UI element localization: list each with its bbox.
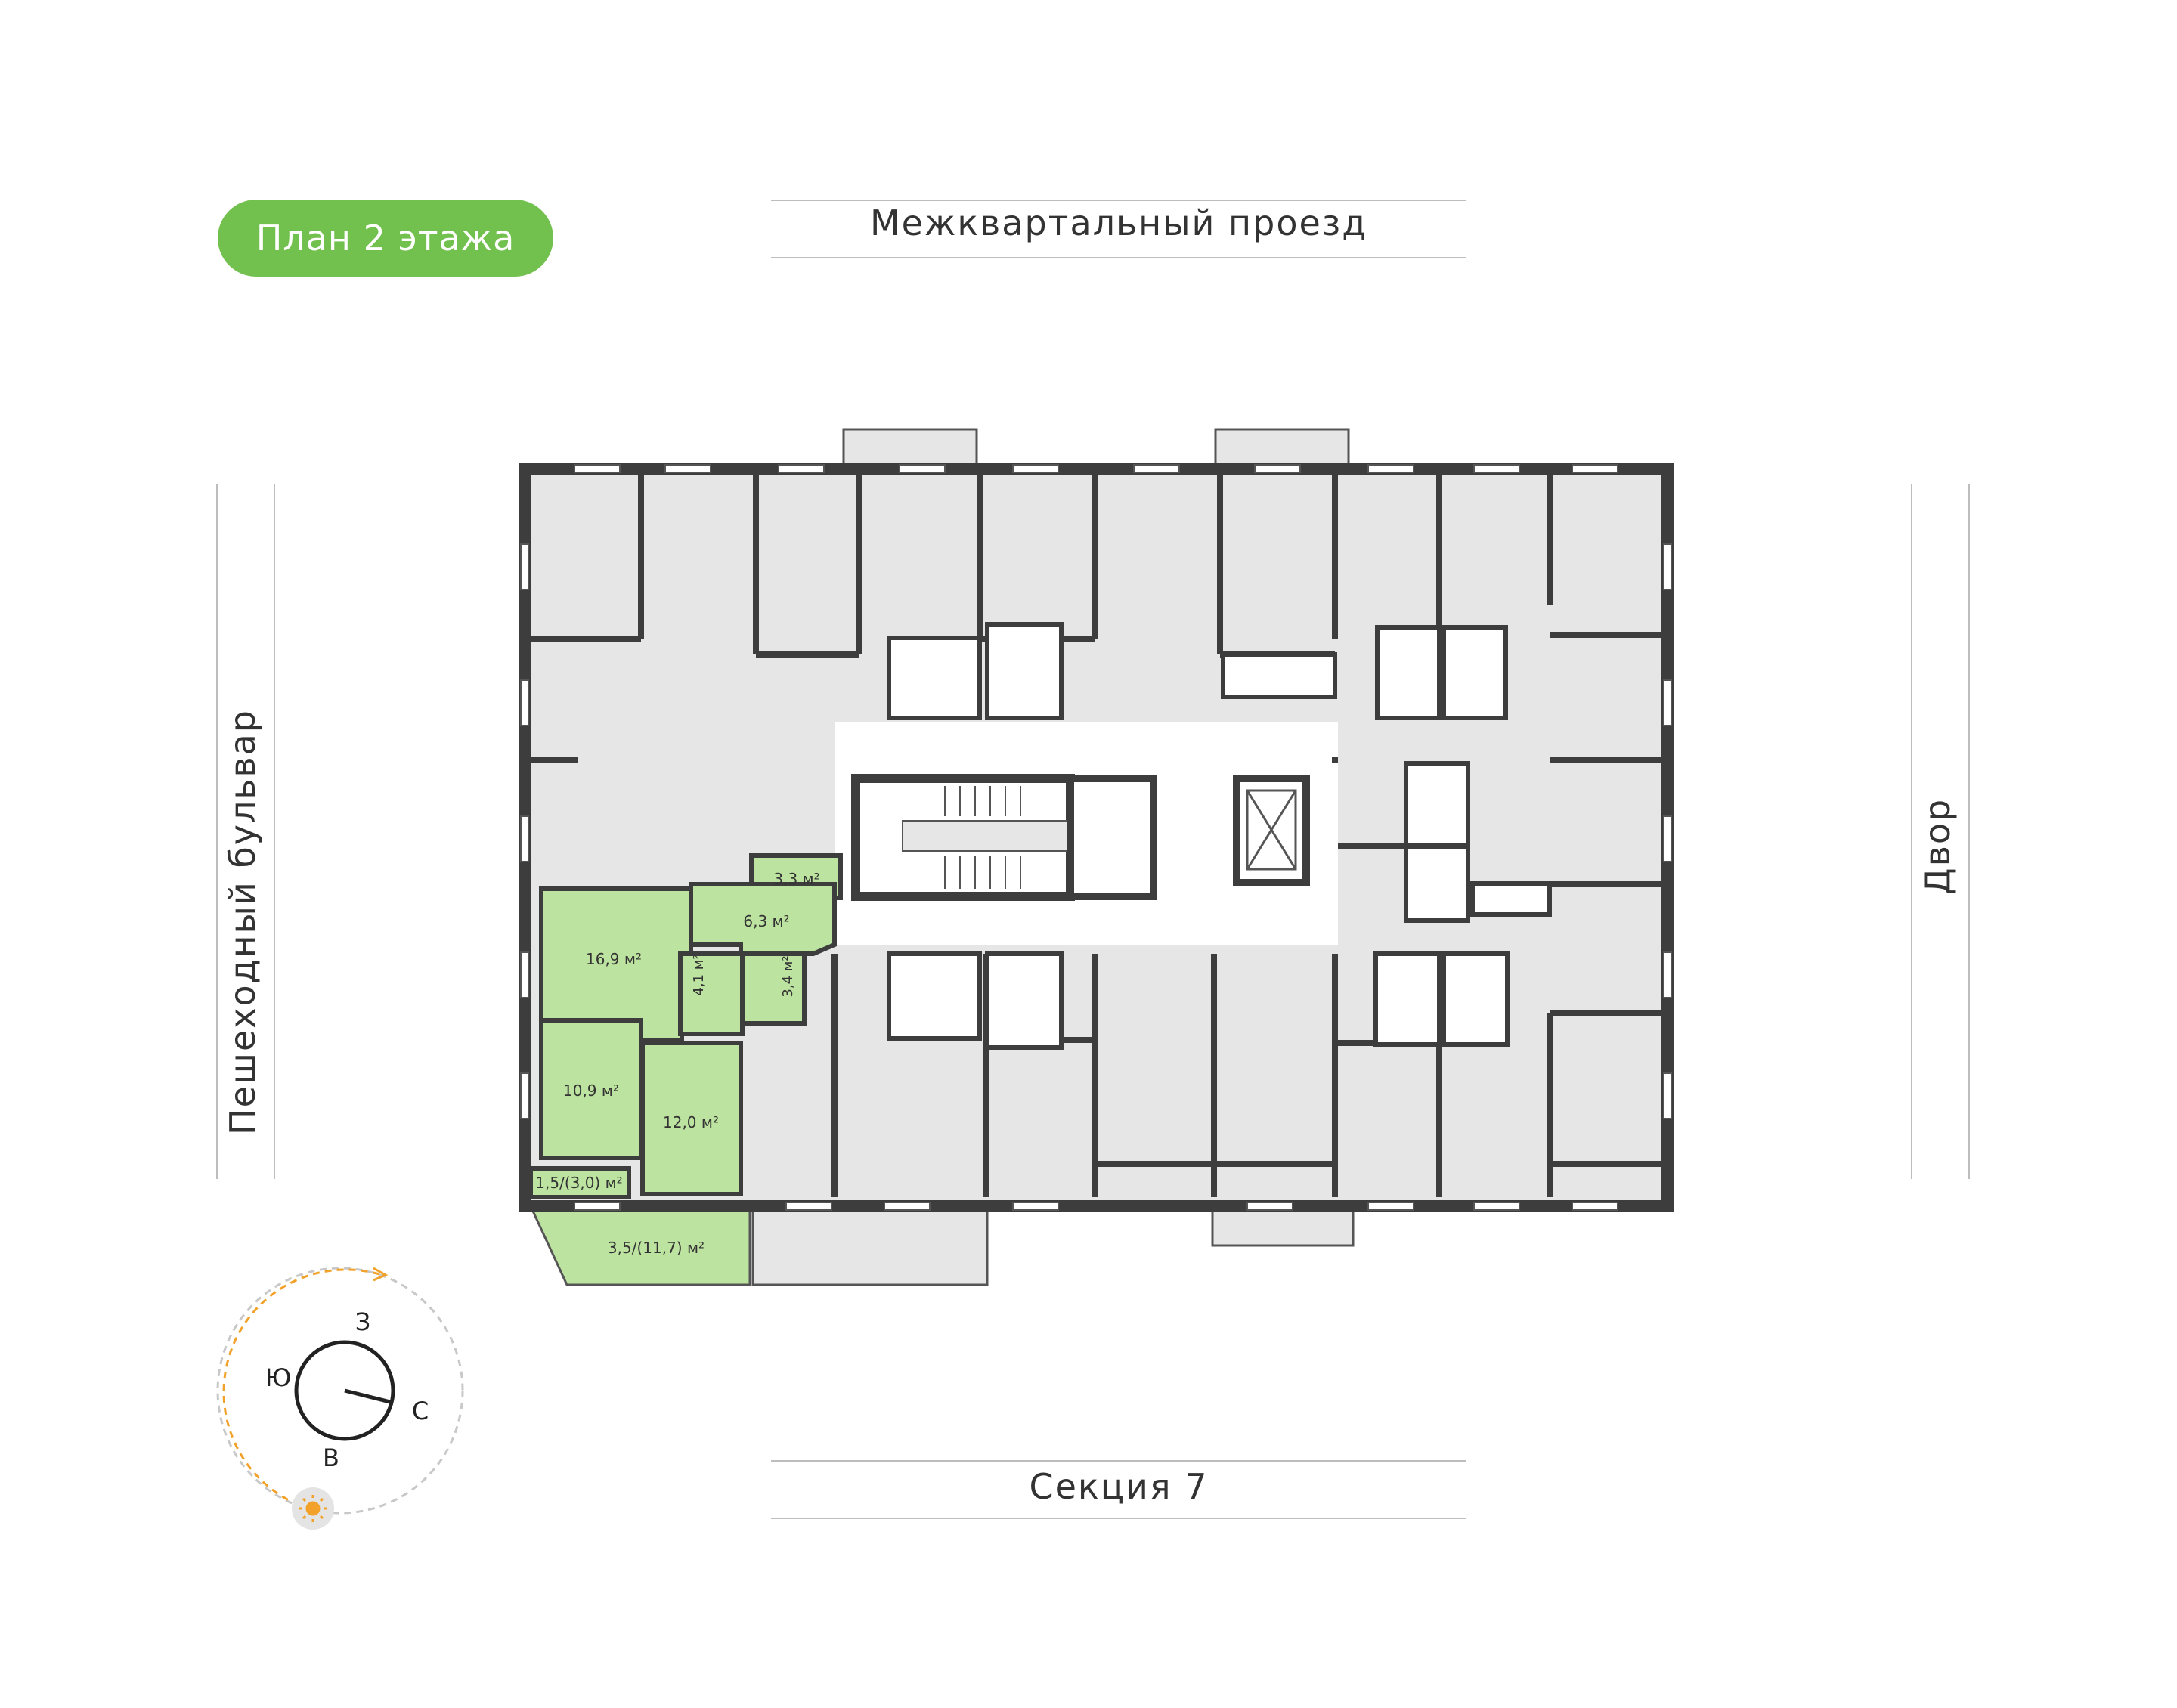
street-bottom-label: Секция 7 bbox=[1029, 1466, 1209, 1507]
balcony-bottom-grey bbox=[751, 1205, 989, 1286]
street-left-line-2 bbox=[274, 484, 275, 1179]
compass-label-w: Ю bbox=[265, 1363, 292, 1392]
apartment-highlight bbox=[528, 853, 843, 1199]
bathroom-blocks bbox=[887, 622, 1552, 1050]
street-right-line-1 bbox=[1911, 484, 1912, 1179]
street-top-line-2 bbox=[771, 257, 1466, 258]
elevator-cross-icon bbox=[1246, 789, 1297, 871]
room-corridor-area: 6,3 м² bbox=[743, 912, 789, 930]
sun-path-circle bbox=[216, 1267, 464, 1515]
compass-needle bbox=[344, 1388, 394, 1405]
balcony-bottom-center bbox=[1211, 1205, 1355, 1247]
corridor-top-gap bbox=[1088, 722, 1217, 753]
street-bottom-line-2 bbox=[771, 1518, 1466, 1519]
compass: З Ю С В bbox=[216, 1267, 464, 1530]
room-bedroom2-area: 12,0 м² bbox=[663, 1113, 719, 1131]
windows bbox=[520, 464, 1672, 1211]
street-top-line-1 bbox=[771, 200, 1466, 201]
stair-landing bbox=[902, 820, 1070, 852]
street-right-line-2 bbox=[1968, 484, 1970, 1179]
room-hall-area: 3,3 м² bbox=[773, 870, 819, 888]
room-bedroom1-area: 10,9 м² bbox=[563, 1081, 619, 1100]
sun-icon bbox=[299, 1495, 327, 1522]
balcony-large-area: 3,5/(11,7) м² bbox=[608, 1239, 705, 1257]
balcony-small-area: 1,5/(3,0) м² bbox=[535, 1174, 622, 1192]
interior-walls bbox=[531, 475, 1661, 1197]
compass-label-s: В bbox=[323, 1443, 339, 1472]
room-bath-area: 4,1 м² bbox=[691, 954, 707, 995]
street-left-line-1 bbox=[216, 484, 218, 1179]
sun-arrow-icon bbox=[373, 1267, 389, 1282]
street-bottom-line-1 bbox=[771, 1460, 1466, 1462]
compass-label-n: З bbox=[355, 1307, 371, 1336]
lift-lobby bbox=[1067, 775, 1157, 900]
street-top-label: Межквартальный проезд bbox=[869, 203, 1368, 243]
room-wc-area: 3,4 м² bbox=[780, 955, 796, 997]
floor-label: План 2 этажа bbox=[218, 200, 553, 277]
stair-steps bbox=[944, 786, 1021, 889]
balcony-top-1 bbox=[842, 428, 978, 470]
room-living-area: 16,9 м² bbox=[586, 950, 642, 968]
compass-label-e: С bbox=[412, 1397, 429, 1425]
